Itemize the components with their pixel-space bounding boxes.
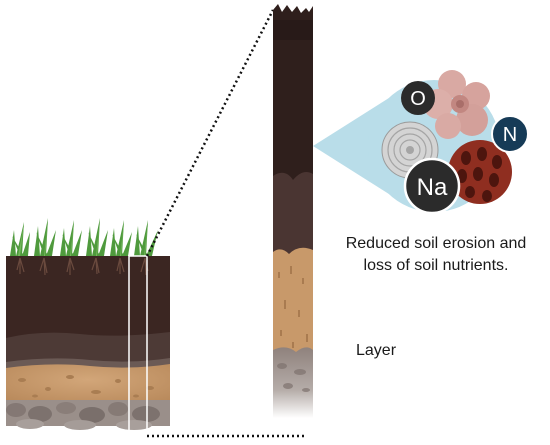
column-sand	[273, 247, 313, 356]
grass	[10, 218, 158, 256]
topsoil-layer	[6, 256, 170, 338]
pink-particle	[423, 70, 490, 139]
nutrients: O N Na	[381, 70, 529, 215]
grass-roots	[16, 257, 149, 276]
column-rock-texture	[277, 363, 310, 392]
red-particle	[448, 140, 512, 204]
zoom-lines	[145, 9, 306, 438]
soil-column	[273, 4, 313, 418]
grass-highlight	[18, 220, 148, 256]
column-subsoil	[273, 172, 313, 258]
column-top-layer	[273, 4, 313, 180]
nitrogen-atom: N	[491, 115, 529, 153]
sodium-label: Na	[417, 174, 448, 201]
sample-selection-box	[128, 255, 148, 437]
layer-label: Layer	[356, 342, 397, 359]
sodium-atom: Na	[403, 157, 461, 215]
sand-pebbles	[18, 375, 154, 398]
oxygen-atom: O	[401, 81, 435, 115]
soil-block	[6, 218, 170, 437]
column-sand-texture	[278, 266, 308, 348]
rock-layer	[6, 400, 170, 430]
caption-line-1: Reduced soil erosion and	[345, 235, 527, 252]
caption-line-2: loss of soil nutrients.	[363, 257, 509, 274]
sand-layer	[6, 364, 170, 404]
oxygen-label: O	[410, 88, 426, 110]
column-dark-band	[273, 20, 313, 40]
nitrogen-label: N	[503, 124, 517, 146]
caption: Reduced soil erosion and loss of soil nu…	[326, 233, 546, 277]
column-rock	[273, 347, 313, 418]
